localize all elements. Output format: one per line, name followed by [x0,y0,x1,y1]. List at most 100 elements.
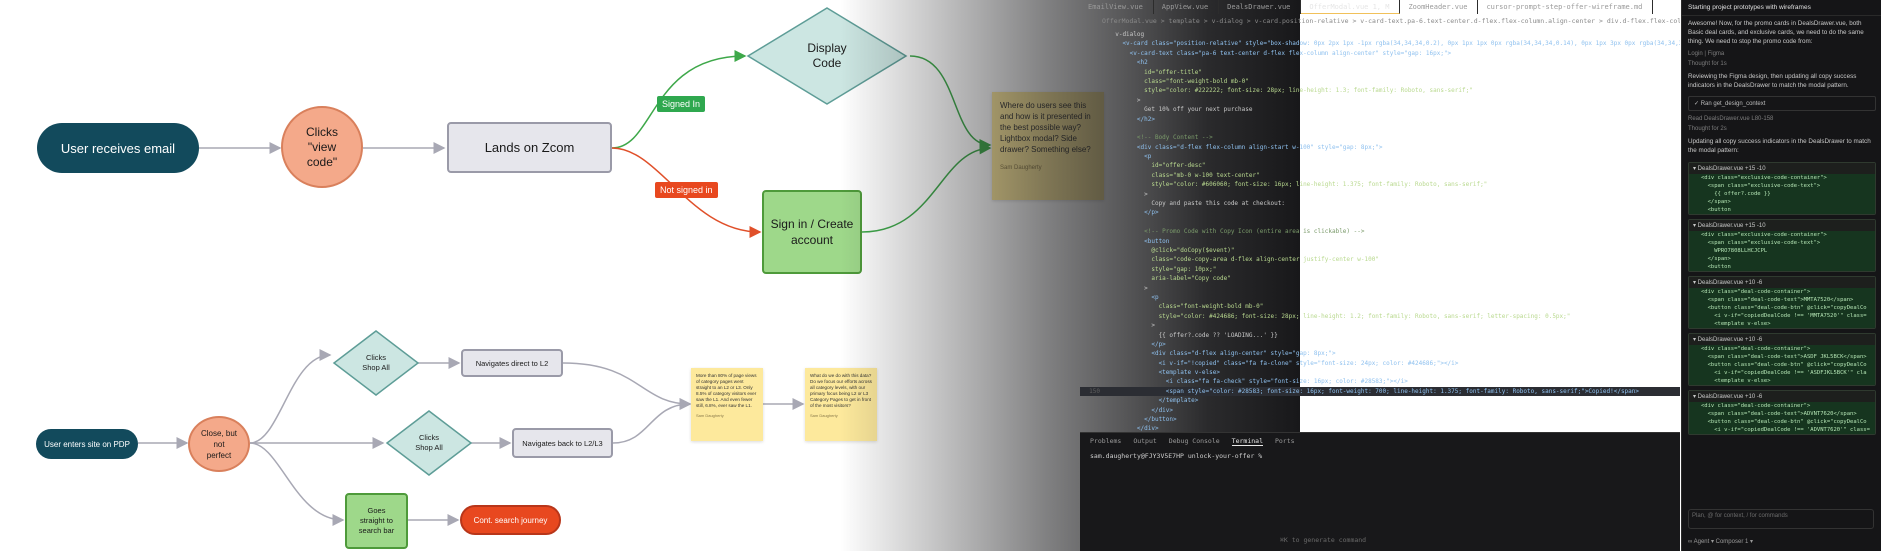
line-text: <!-- Promo Code with Copy Icon (entire a… [1108,228,1365,236]
panel-tab[interactable]: Output [1133,437,1157,445]
panel-tab[interactable]: Problems [1090,437,1122,445]
line-text: > [1108,322,1155,330]
panel-tab[interactable]: Ports [1274,437,1295,445]
code-line[interactable]: <!-- Promo Code with Copy Icon (entire a… [1080,227,1680,236]
code-line[interactable]: class="font-weight-bold mb-0" [1080,302,1680,311]
chat-meta-figma[interactable]: Login | Figma [1688,51,1725,57]
code-line[interactable]: 150 <span style="color: #28583; font-siz… [1080,386,1680,397]
editor-tab[interactable]: cursor-prompt-step-offer-wireframe.md [1478,0,1654,14]
code-line[interactable]: @click="doCopy($event)" [1080,246,1680,255]
diff-header[interactable]: ▾ DealsDrawer.vue +10 -6 [1689,391,1875,402]
code-lines[interactable]: v-dialog <v-card class="position-relativ… [1080,30,1680,453]
code-line[interactable]: id="offer-desc" [1080,161,1680,170]
code-line[interactable] [1080,218,1680,227]
code-line[interactable]: style="color: #424686; font-size: 28px; … [1080,312,1680,321]
code-line[interactable]: <div class="d-flex flex-column align-sta… [1080,143,1680,152]
diff-block[interactable]: ▾ DealsDrawer.vue +10 -6<div class="deal… [1688,333,1876,386]
editor-tab[interactable]: DealsDrawer.vue [1219,0,1302,14]
diff-line: </span> [1689,198,1875,206]
user-receives-email-node[interactable]: User receives email [37,123,199,173]
code-line[interactable]: <i v-if="!copied" class="fa fa-clone" st… [1080,359,1680,368]
navigates-direct-l2-node[interactable]: Navigates direct to L2 [461,349,563,377]
diff-block[interactable]: ▾ DealsDrawer.vue +10 -6<div class="deal… [1688,276,1876,329]
code-line[interactable]: <div class="d-flex align-center" style="… [1080,349,1680,358]
diff-header[interactable]: ▾ DealsDrawer.vue +10 -6 [1689,277,1875,288]
code-line[interactable]: style="color: #222222; font-size: 28px; … [1080,86,1680,95]
diff-header[interactable]: ▾ DealsDrawer.vue +10 -6 [1689,334,1875,345]
tool-call-box[interactable]: ✓ Ran get_design_context [1688,96,1876,111]
code-line[interactable]: <!-- Body Content --> [1080,133,1680,142]
line-number [1080,58,1108,67]
code-line[interactable]: {{ offer?.code ?? 'LOADING...' }} [1080,331,1680,340]
user-enters-pdp-node[interactable]: User enters site on PDP [36,429,138,459]
code-line[interactable]: style="gap: 10px;" [1080,265,1680,274]
terminal-prompt[interactable]: sam.daugherty@FJY3V5E7HP unlock-your-off… [1090,452,1263,460]
diff-header[interactable]: ▾ DealsDrawer.vue +15 -10 [1689,163,1875,174]
shop-all-diamond-2[interactable] [385,410,473,476]
code-line[interactable]: Copy and paste this code at checkout: [1080,199,1680,208]
code-line[interactable]: <button [1080,237,1680,246]
code-line[interactable]: <template v-else> [1080,368,1680,377]
code-line[interactable]: <p [1080,152,1680,161]
editor-tab[interactable]: AppView.vue [1154,0,1220,14]
line-number [1080,331,1108,340]
editor-breadcrumb[interactable]: OfferModal.vue > template > v-dialog > v… [1102,17,1680,25]
code-line[interactable]: > [1080,96,1680,105]
code-line[interactable]: id="offer-title" [1080,68,1680,77]
diff-block[interactable]: ▾ DealsDrawer.vue +15 -10<div class="exc… [1688,162,1876,215]
editor-tab[interactable]: OfferModal.vue 1, M [1301,0,1401,14]
diff-block[interactable]: ▾ DealsDrawer.vue +10 -6<div class="deal… [1688,390,1876,435]
code-line[interactable]: > [1080,284,1680,293]
panel-tab[interactable]: Terminal [1231,437,1263,446]
code-line[interactable]: <p [1080,293,1680,302]
panel-tab[interactable]: Debug Console [1168,437,1220,445]
code-line[interactable]: <h2 [1080,58,1680,67]
code-line[interactable]: aria-label="Copy code" [1080,274,1680,283]
bottom-panel[interactable]: Problems Output Debug Console Terminal Ports… [1080,432,1680,551]
agent-selector[interactable]: ∞ Agent ▾ Composer 1 ▾ [1688,539,1753,545]
line-text: </h2> [1108,115,1155,123]
line-number [1080,284,1108,293]
navigates-back-l2l3-node[interactable]: Navigates back to L2/L3 [512,428,613,458]
sticky-note-category-data[interactable]: More than 80% of page views of category … [691,368,763,441]
code-line[interactable]: style="color: #606060; font-size: 16px; … [1080,180,1680,189]
code-line[interactable]: Get 10% off your next purchase [1080,105,1680,114]
code-line[interactable]: <v-card class="position-relative" style=… [1080,39,1680,48]
editor-tab[interactable]: ZoomHeader.vue [1400,0,1479,14]
editor-tab[interactable]: EmailView.vue [1080,0,1154,14]
code-line[interactable]: </template> [1080,396,1680,405]
line-number [1080,96,1108,105]
shop-all-diamond-1[interactable] [332,330,420,396]
search-bar-node[interactable]: Goes straight to search bar [345,493,408,549]
code-line[interactable]: </p> [1080,340,1680,349]
close-not-perfect-node[interactable]: Close, but not perfect [188,416,250,472]
code-line[interactable]: <v-card-text class="pa-6 text-center d-f… [1080,49,1680,58]
code-line[interactable]: v-dialog [1080,30,1680,39]
display-code-label: Display Code [807,41,847,70]
code-line[interactable] [1080,124,1680,133]
code-line[interactable]: class="code-copy-area d-flex align-cente… [1080,255,1680,264]
diff-block[interactable]: ▾ DealsDrawer.vue +15 -10<div class="exc… [1688,219,1876,272]
chat-input[interactable]: Plan, @ for context, / for commands [1688,509,1874,529]
diff-header[interactable]: ▾ DealsDrawer.vue +15 -10 [1689,220,1875,231]
ai-chat-panel[interactable]: Starting project prototypes with wirefra… [1681,0,1881,551]
sticky-note-data-question[interactable]: What do we do with this data? Do we focu… [805,368,877,441]
code-line[interactable]: </p> [1080,208,1680,217]
code-line[interactable]: <i class="fa fa-check" style="font-size:… [1080,377,1680,386]
code-line[interactable]: </h2> [1080,115,1680,124]
edge-direct-sticky [562,362,692,410]
code-line[interactable]: </div> [1080,406,1680,415]
lands-on-zcom-node[interactable]: Lands on Zcom [447,122,612,173]
code-line[interactable]: class="mb-0 w-100 text-center" [1080,171,1680,180]
code-line[interactable]: </div> [1080,424,1680,433]
diff-line: <span class="exclusive-code-text"> [1689,182,1875,190]
sign-in-create-account-node[interactable]: Sign in / Create account [762,190,862,274]
clicks-view-code-node[interactable]: Clicks "view code" [281,106,363,188]
cont-search-journey-node[interactable]: Cont. search journey [460,505,561,535]
code-line[interactable]: > [1080,321,1680,330]
code-line[interactable]: class="font-weight-bold mb-0" [1080,77,1680,86]
code-line[interactable]: > [1080,190,1680,199]
code-line[interactable]: </button> [1080,415,1680,424]
